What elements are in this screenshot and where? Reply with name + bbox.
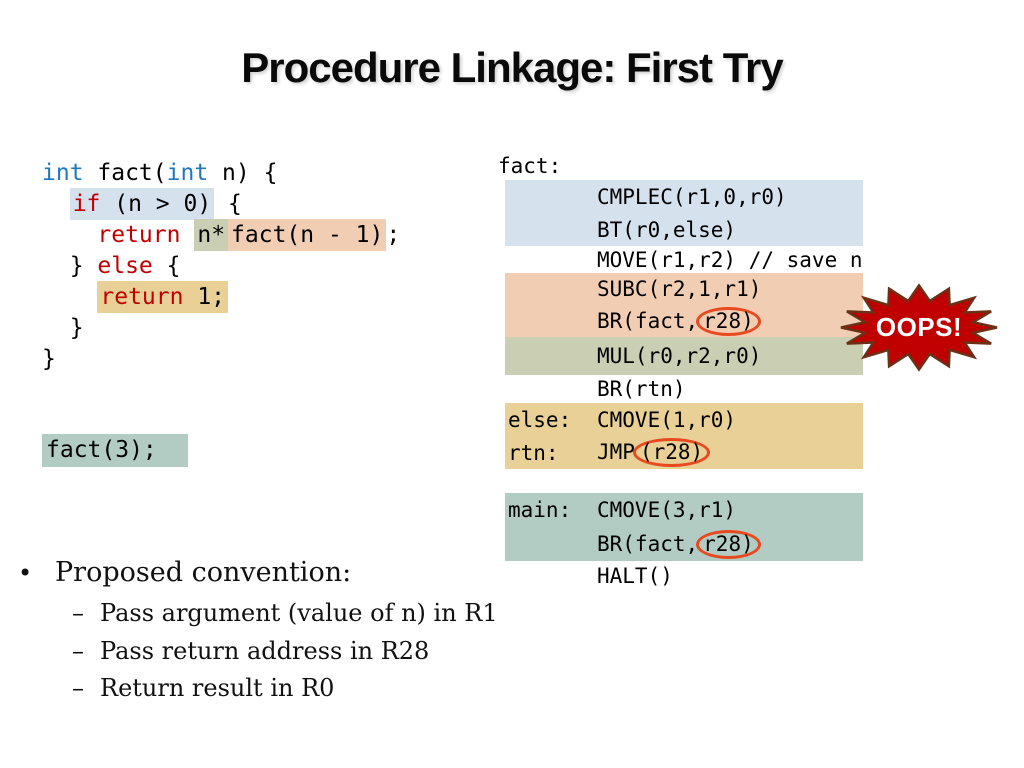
starburst-icon: [840, 283, 998, 372]
asm-label-rtn: rtn:: [508, 440, 559, 465]
r28-circle: r28): [696, 306, 761, 336]
code-line: } else {: [42, 253, 181, 279]
dash-marker: –: [72, 637, 84, 665]
asm-row: else:CMOVE(1,r0): [505, 403, 863, 436]
asm-row: MOVE(r1,r2) // save n: [597, 247, 863, 272]
keyword-return: return: [100, 284, 184, 310]
asm-row: CMPLEC(r1,0,r0): [505, 180, 863, 213]
asm-row: main:CMOVE(3,r1): [505, 493, 863, 527]
keyword-return: return: [97, 222, 181, 248]
highlight-recursive-call: fact(n - 1): [228, 219, 387, 251]
keyword-int: int: [42, 160, 84, 186]
code-line: }: [42, 346, 56, 372]
asm-row: SUBC(r2,1,r1): [505, 273, 863, 305]
c-code-block: int fact(int n) { if (n > 0) { return n*…: [42, 158, 400, 375]
keyword-int: int: [166, 160, 209, 186]
highlight-if-test: if (n > 0): [69, 188, 215, 220]
r28-circle: (r28): [632, 438, 711, 467]
bullet-marker: •: [18, 559, 33, 587]
code-line: return 1;: [42, 281, 400, 313]
keyword-if: if: [72, 191, 101, 217]
keyword-else: else: [97, 253, 153, 279]
oops-badge: OOPS!: [834, 280, 1004, 375]
asm-gap: [505, 469, 863, 493]
code-line: if (n > 0) {: [42, 188, 400, 220]
slide-title: Procedure Linkage: First Try: [241, 44, 784, 91]
r28-circle: r28): [696, 529, 761, 559]
highlight-multiply: n*: [194, 219, 229, 251]
dash-marker: –: [72, 674, 84, 702]
asm-label-else: else:: [508, 407, 572, 432]
dash-marker: –: [72, 599, 84, 627]
asm-row: MUL(r0,r2,r0): [505, 337, 863, 375]
highlight-base-return: return 1;: [97, 281, 229, 313]
asm-row: HALT(): [597, 564, 673, 588]
oops-label: OOPS!: [875, 312, 963, 342]
asm-fact-label: fact:: [498, 154, 562, 178]
code-line: }: [42, 315, 84, 341]
asm-row: rtn:JMP(r28): [505, 436, 863, 469]
asm-row: BR(fact,r28): [505, 305, 863, 337]
asm-row: BT(r0,else): [505, 213, 863, 246]
asm-row: BR(fact,r28): [505, 527, 863, 561]
bullet-title: Proposed convention:: [55, 557, 352, 588]
call-highlight: fact(3);: [42, 434, 188, 467]
asm-row: BR(rtn): [597, 377, 686, 401]
asm-label-main: main:: [508, 498, 572, 522]
code-line: int fact(int n) {: [42, 160, 278, 186]
code-line: return n*fact(n - 1);: [42, 219, 400, 251]
asm-listing: fact: CMPLEC(r1,0,r0) BT(r0,else) MOVE(r…: [498, 152, 863, 591]
